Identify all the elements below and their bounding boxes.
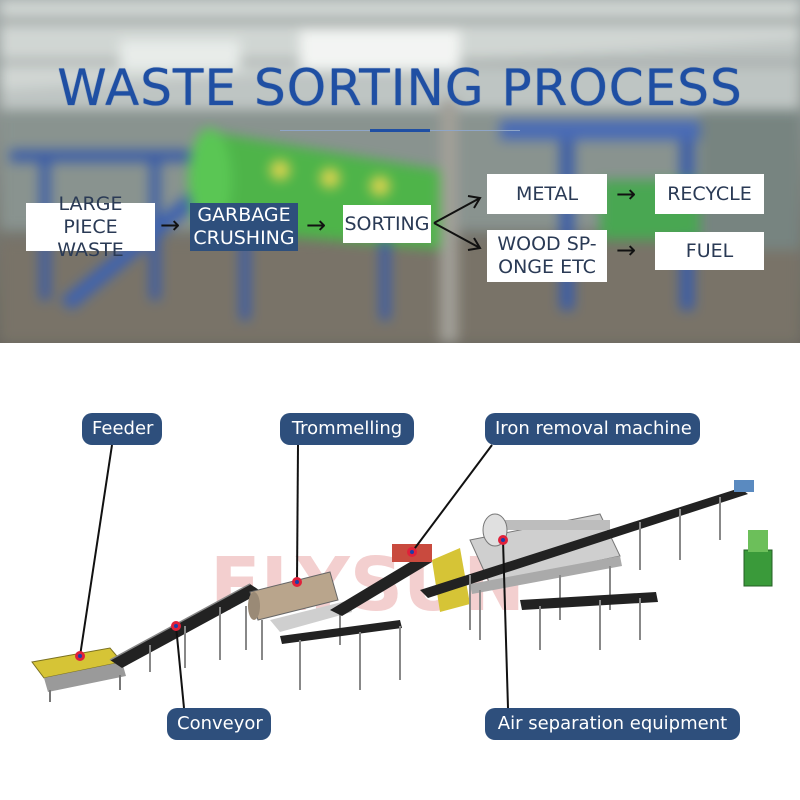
callout-iron-removal-machine: Iron removal machine [485,413,700,445]
flow-step-large-piece-waste: LARGE PIECE WASTE [26,193,155,261]
title-underline-accent [370,129,430,132]
flow-step-sorting: SORTING [343,205,431,243]
callout-feeder: Feeder [82,413,162,445]
arrow-right-icon: → [616,236,637,264]
banner: WASTE SORTING PROCESS LARGE PIECE WASTE … [0,0,800,343]
arrow-right-icon: → [616,180,637,208]
equipment-line-diagram: FLYSUN [0,343,800,800]
callout-air-separation-equipment: Air separation equipment [485,708,740,740]
arrow-right-icon: → [160,211,181,239]
callout-trommelling: Trommelling [280,413,414,445]
split-arrows-icon [433,195,482,251]
flow-step-garbage-crushing: GARBAGE CRUSHING [190,203,298,251]
flow-step-recycle: RECYCLE [655,174,764,214]
production-line-illustration: FLYSUN [31,444,773,709]
page-title: WASTE SORTING PROCESS [57,59,743,117]
flow-step-wood-sponge: WOOD SP-ONGE ETC [487,230,607,282]
arrow-right-icon: → [306,211,327,239]
callout-conveyor: Conveyor [167,708,271,740]
flow-step-metal: METAL [487,174,607,214]
flow-step-fuel: FUEL [655,232,764,270]
